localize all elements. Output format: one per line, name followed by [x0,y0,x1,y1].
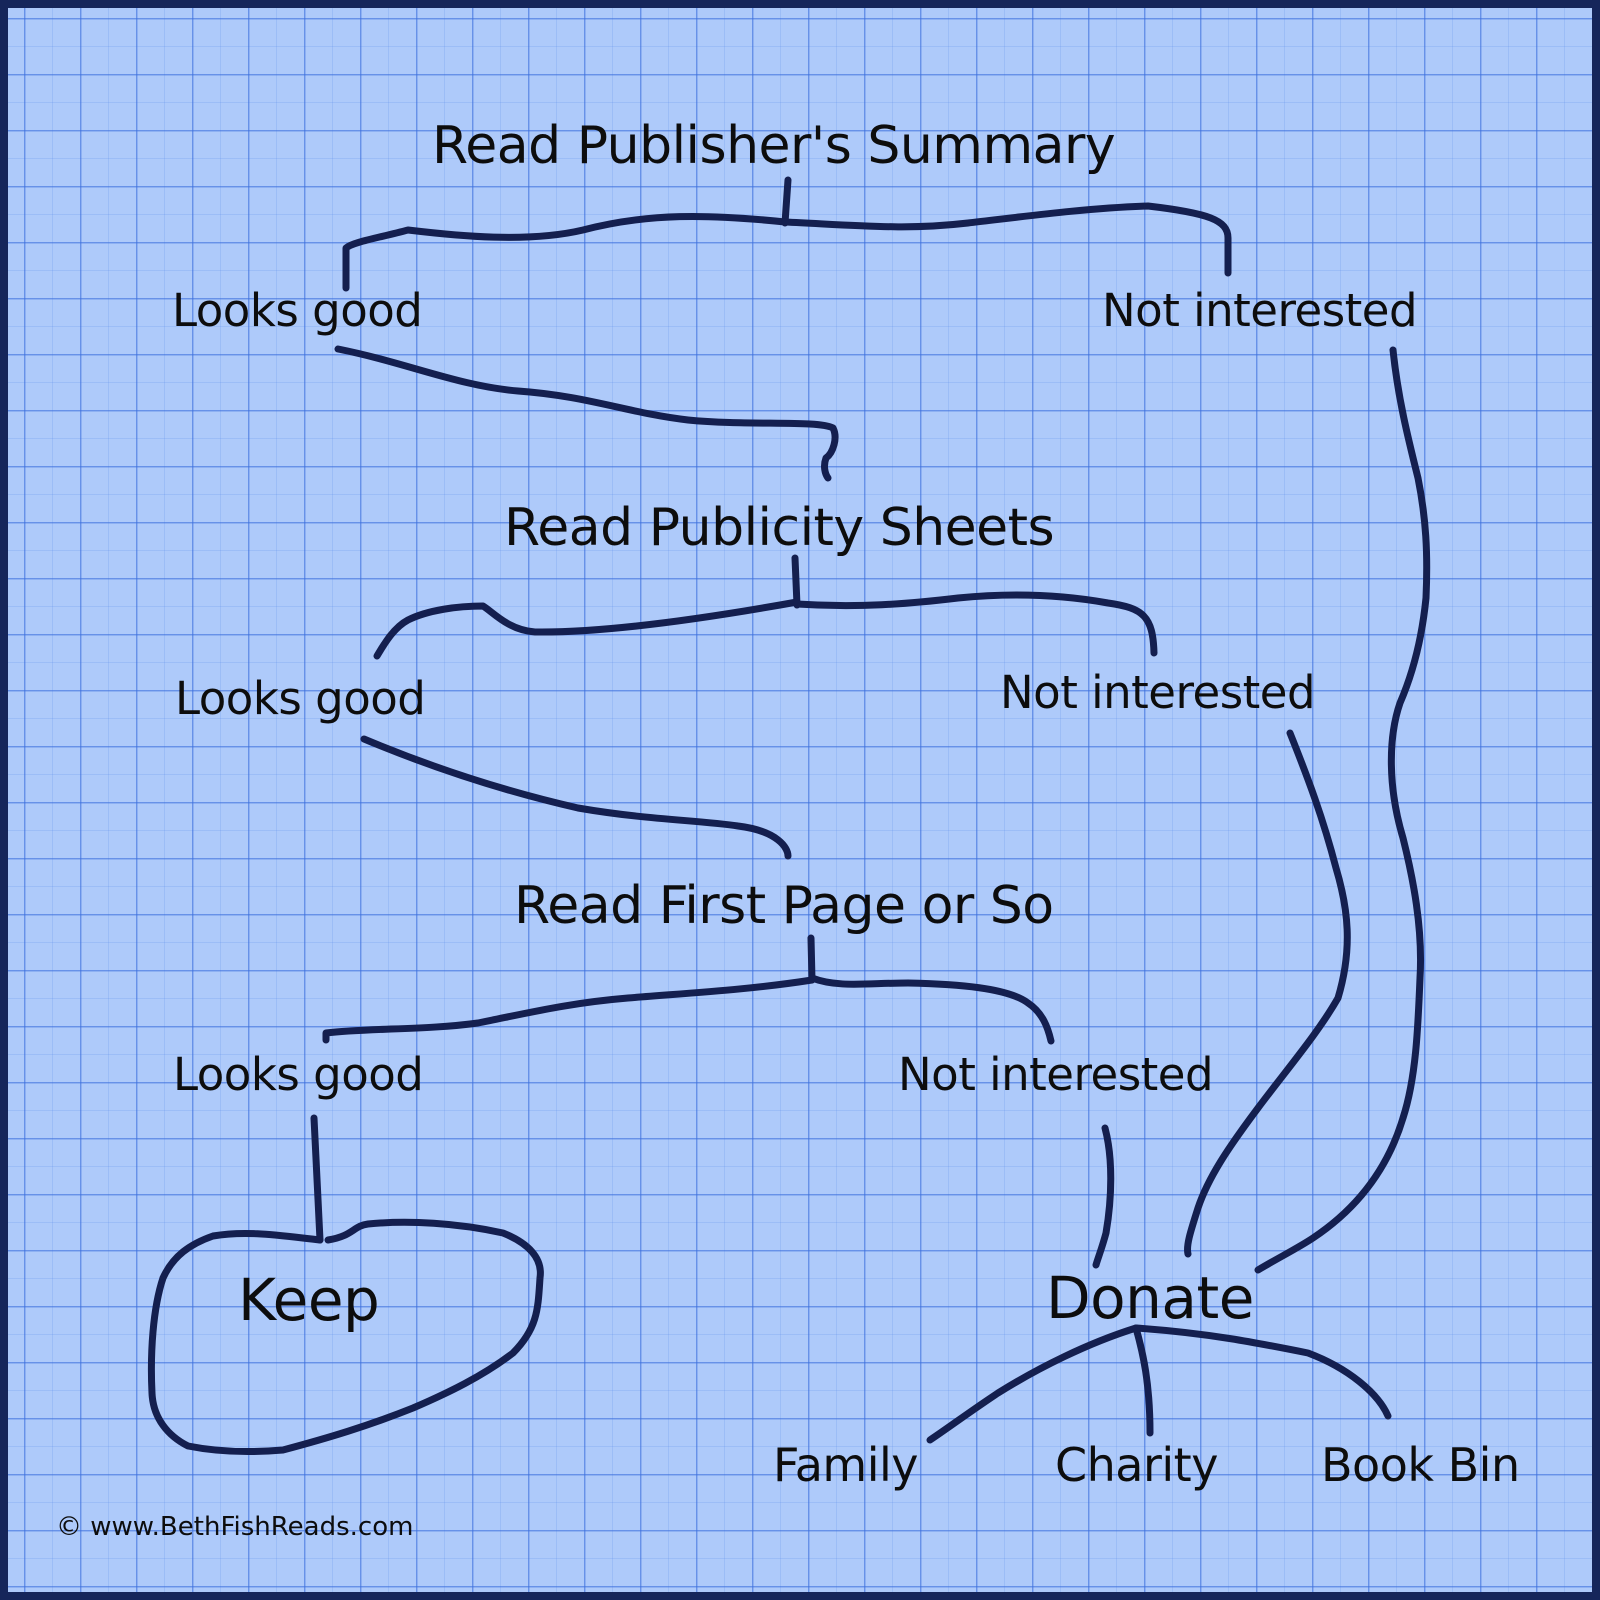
branch-looks-good-1: Looks good [172,284,423,337]
outcome-donate: Donate [1046,1264,1254,1332]
connector-looks-good2-to-step3 [360,735,792,860]
step-read-publishers-summary: Read Publisher's Summary [432,116,1116,176]
connector-step1-stem [781,176,792,227]
connector-step1-to-looks-good [342,212,789,292]
connector-not-interested3-to-donate [1092,1124,1115,1269]
connector-step2-to-not-interested [793,591,1158,657]
connector-donate-to-charity [1132,1324,1154,1437]
connector-looks-good1-to-step2 [334,345,839,482]
connector-step2-stem [791,554,801,609]
connector-donate-to-book-bin [1132,1324,1392,1420]
step-read-first-page: Read First Page or So [514,876,1054,936]
connector-step3-stem [807,934,816,984]
connector-step1-to-not-interested [781,202,1232,277]
keep-circle [147,1218,544,1456]
graph-paper-canvas: Read Publisher's Summary Looks good Not … [8,8,1592,1592]
flowchart-strokes [147,176,1431,1456]
outcome-keep: Keep [238,1266,380,1334]
donate-target-charity: Charity [1055,1438,1218,1492]
connector-step2-to-looks-good [373,598,801,660]
connector-donate-to-family [926,1324,1140,1444]
connector-step3-to-looks-good [322,976,816,1044]
connector-not-interested2-to-donate [1184,729,1351,1258]
donate-target-book-bin: Book Bin [1321,1438,1520,1492]
connector-not-interested1-to-donate [1254,346,1431,1274]
step-read-publicity-sheets: Read Publicity Sheets [504,498,1055,558]
donate-target-family: Family [773,1438,919,1492]
branch-not-interested-1: Not interested [1102,284,1418,337]
connector-step3-to-not-interested [808,974,1055,1045]
branch-not-interested-2: Not interested [1000,666,1316,719]
branch-looks-good-2: Looks good [175,672,426,725]
branch-not-interested-3: Not interested [898,1048,1214,1101]
connector-looks-good3-to-keep [310,1114,324,1244]
branch-looks-good-3: Looks good [173,1048,424,1101]
copyright-notice: © www.BethFishReads.com [56,1512,414,1542]
